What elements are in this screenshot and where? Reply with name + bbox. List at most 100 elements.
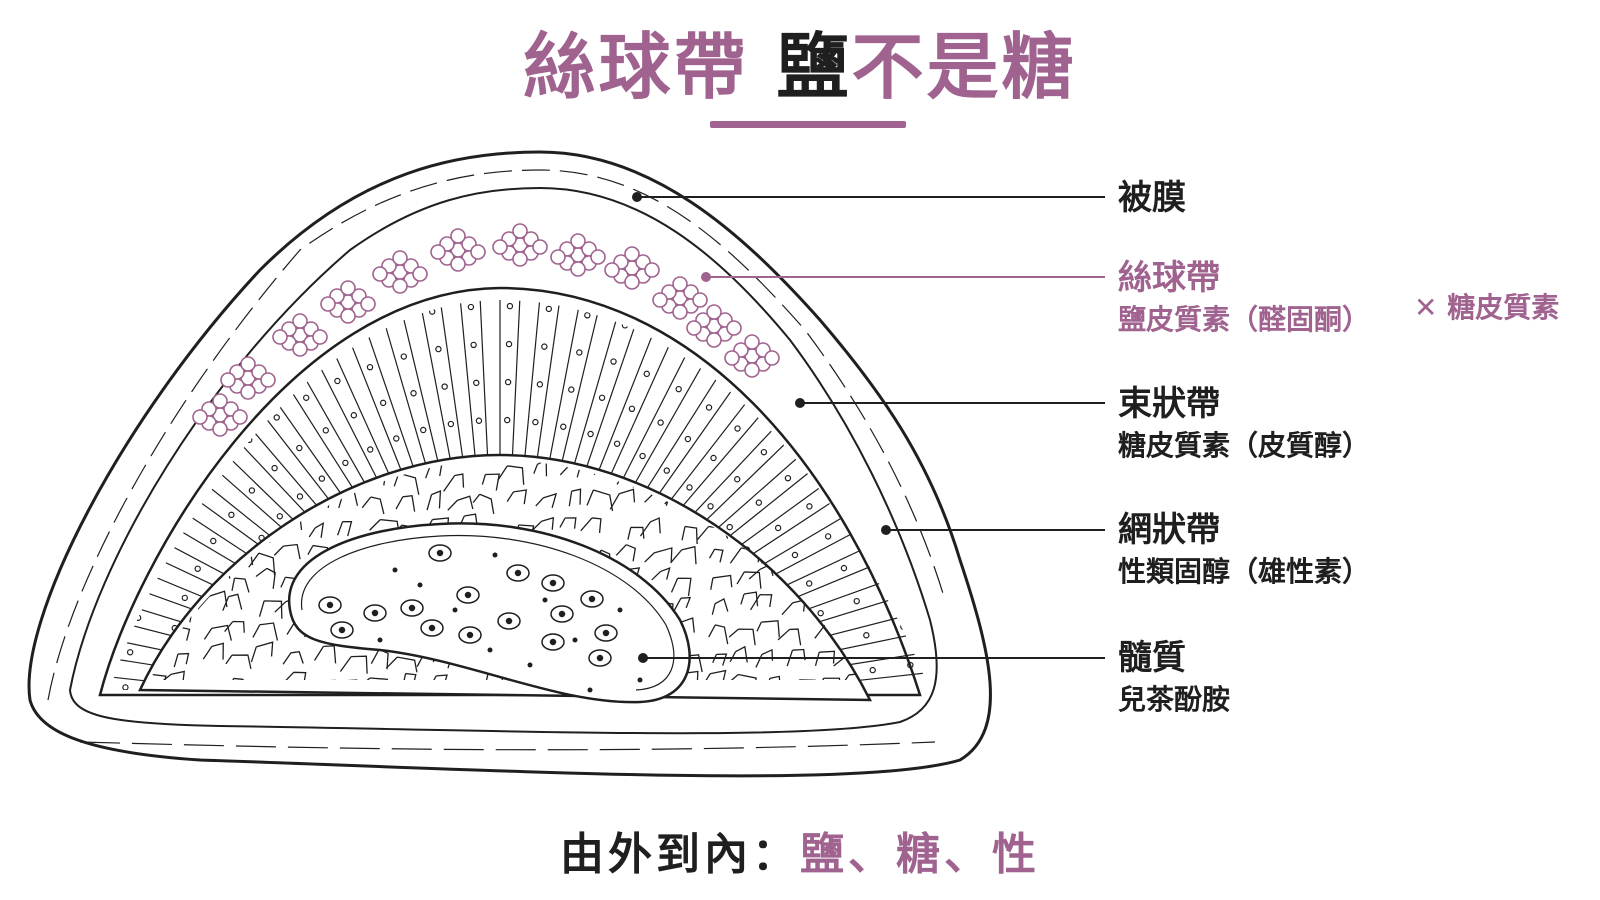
fasciculata-cell-dot xyxy=(545,305,553,313)
medulla-cell-nucleus xyxy=(549,638,557,646)
glomerulosa-cell xyxy=(624,274,640,290)
fasciculata-cell-dot xyxy=(643,370,650,378)
fasciculata-cell-dot xyxy=(181,594,189,602)
fasciculata-cell-dot xyxy=(536,381,544,388)
fasciculata-cord xyxy=(446,300,477,462)
label-glomerulosa: 絲球帶 鹽皮質素（醛固酮） xyxy=(1118,256,1370,340)
footer-salt: 鹽 xyxy=(800,829,848,880)
glomerulosa-cluster xyxy=(492,223,548,267)
glomerulosa-cell xyxy=(624,246,640,262)
glomerulosa-cell xyxy=(272,329,288,345)
fasciculata-cell-dot xyxy=(784,474,792,482)
reticularis-crack xyxy=(225,654,252,670)
glomerulosa-cell xyxy=(260,372,276,388)
medulla-cell xyxy=(588,649,612,667)
medulla-cell-nucleus xyxy=(558,610,566,618)
medulla-cell xyxy=(318,596,342,614)
reticularis-crack xyxy=(559,517,577,529)
glomerulosa-cell xyxy=(240,356,256,372)
label-glomerulosa-contrast: ✕ 糖皮質素 xyxy=(1414,291,1560,324)
glomerulosa-cluster xyxy=(192,393,248,437)
reticularis-crack xyxy=(443,473,465,492)
reticularis-crack xyxy=(282,651,304,665)
glomerulosa-cell xyxy=(512,223,528,239)
glomerulosa-cell xyxy=(686,320,702,336)
medulla-granule xyxy=(492,552,498,558)
reticularis-crack xyxy=(231,577,250,593)
footer-sep1: 、 xyxy=(848,829,896,880)
label-reticularis: 網狀帶 性類固醇（雄性素） xyxy=(1118,508,1370,592)
footer-prefix: 由外到內： xyxy=(560,829,800,880)
medulla-cell xyxy=(497,612,521,630)
fasciculata-cell-dot xyxy=(400,353,407,360)
reticularis-crack xyxy=(816,677,842,680)
fasciculata-cell-dot xyxy=(824,533,832,540)
fasciculata-cell-dot xyxy=(707,503,714,510)
reticularis-crack xyxy=(159,670,185,680)
label-medulla-hormone: 兒茶酚胺 xyxy=(1118,683,1231,716)
capsule-fiber xyxy=(79,741,936,751)
fasciculata-cell-dot xyxy=(271,464,278,472)
reticularis-crack xyxy=(842,672,860,680)
fasciculata-cell-dot xyxy=(342,459,349,467)
medulla-cell-nucleus xyxy=(549,579,557,587)
leader-dot-medulla xyxy=(638,653,648,663)
fasciculata-cell-dot xyxy=(639,452,646,460)
reticularis-crack xyxy=(708,548,724,563)
fasciculata-cord xyxy=(548,300,606,465)
glomerulosa-cell xyxy=(340,280,356,296)
fasciculata-cell-dot xyxy=(473,379,480,387)
glomerulosa-cell xyxy=(292,313,308,329)
reticularis-crack xyxy=(651,566,671,581)
medulla-cell xyxy=(363,604,387,622)
fasciculata-cell-dot xyxy=(817,609,824,617)
reticularis-crack xyxy=(681,525,698,545)
reticularis-crack xyxy=(222,593,243,611)
medulla-granule xyxy=(587,687,593,693)
glomerulosa-cell xyxy=(292,341,308,357)
fasciculata-cell-dot xyxy=(334,377,341,385)
medulla-granule xyxy=(637,677,643,683)
leader-dot-glomerulosa xyxy=(701,272,711,282)
glomerulosa-cluster xyxy=(272,313,328,357)
reticularis-crack xyxy=(426,490,442,511)
reticularis-crack xyxy=(708,624,729,645)
reticularis-crack xyxy=(740,591,759,607)
reticularis-crack xyxy=(615,544,637,562)
footer-summary: 由外到內：鹽、糖、性 xyxy=(0,825,1600,885)
medulla-cell-nucleus xyxy=(596,654,604,662)
medulla-granule xyxy=(392,567,398,573)
fasciculata-cord xyxy=(571,300,657,471)
title-underline xyxy=(710,121,906,128)
medulla-cell-nucleus xyxy=(588,595,596,603)
reticularis-crack xyxy=(402,672,417,680)
glomerulosa-cell xyxy=(706,304,722,320)
fasciculata-cell-dot xyxy=(726,523,733,531)
reticularis-crack xyxy=(273,543,301,560)
glomerulosa-cell xyxy=(232,409,248,425)
title-salt: 鹽 xyxy=(776,25,852,109)
reticularis-crack xyxy=(173,652,190,668)
fasciculata-cell-dot xyxy=(441,383,448,390)
fasciculata-cell-dot xyxy=(420,426,427,434)
glomerulosa-cell xyxy=(450,228,466,244)
fasciculata-cell-dot xyxy=(806,503,813,510)
fasciculata-cord xyxy=(595,300,707,479)
reticularis-crack xyxy=(203,624,232,641)
fasciculata-cell-dot xyxy=(587,430,594,438)
fasciculata-cord xyxy=(420,300,464,463)
fasciculata-cell-dot xyxy=(584,312,591,319)
medulla-granule xyxy=(452,607,458,613)
fasciculata-cord xyxy=(536,300,580,463)
label-glomerulosa-name: 絲球帶 xyxy=(1118,258,1220,298)
leader-dot-capsule xyxy=(632,192,642,202)
medulla-cell-nucleus xyxy=(326,601,334,609)
medulla-cell-nucleus xyxy=(464,591,472,599)
fasciculata-cord xyxy=(560,300,632,468)
footer-sep2: 、 xyxy=(944,829,992,880)
glomerulosa-cell xyxy=(212,421,228,437)
fasciculata-cell-dot xyxy=(532,418,539,426)
leader-dot-fasciculata xyxy=(795,398,805,408)
fasciculata-cell-dot xyxy=(863,632,870,639)
glomerulosa-cell xyxy=(532,239,548,255)
